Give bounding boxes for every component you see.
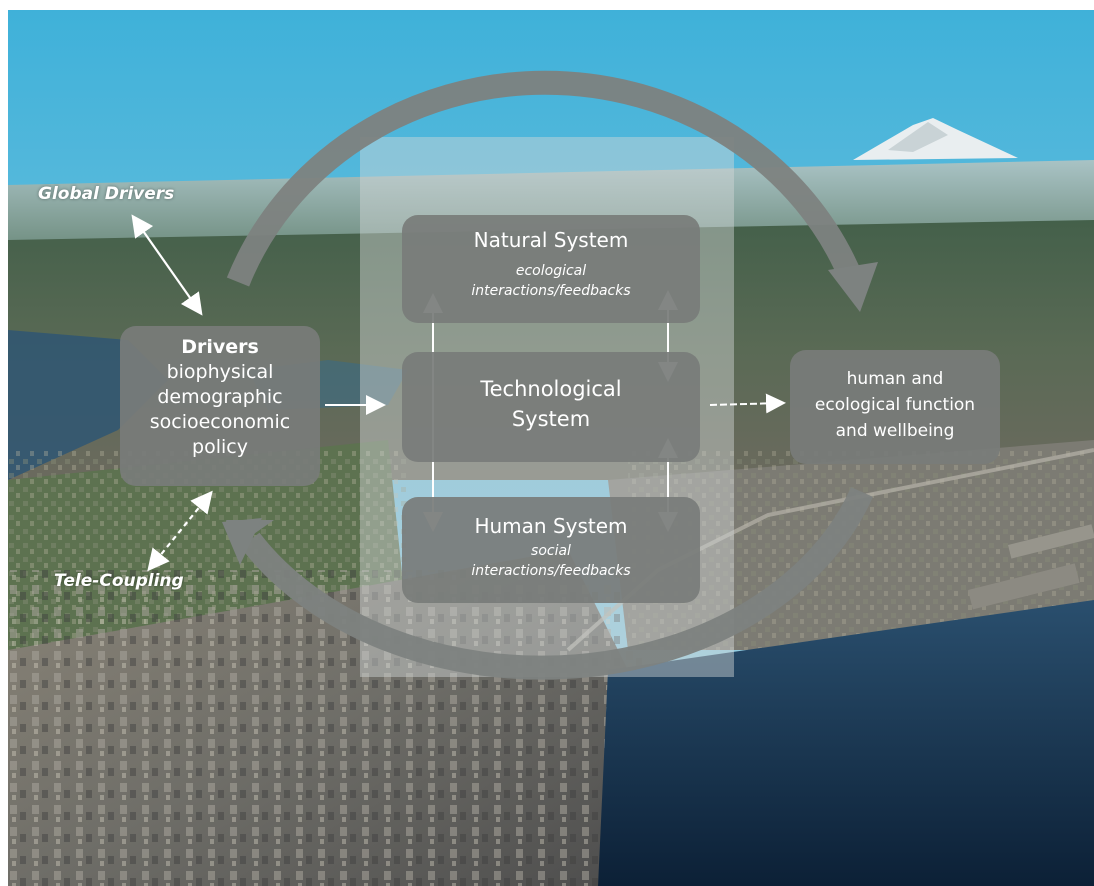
drivers-item: demographic (157, 386, 283, 408)
technological-system-box: Technological System (402, 352, 700, 462)
human-system-subtitle: interactions/feedbacks (471, 563, 631, 579)
outcome-text: and wellbeing (835, 421, 955, 441)
cycle-arrow-top (226, 70, 864, 287)
human-system-box: Human System social interactions/feedbac… (402, 497, 700, 603)
drivers-item: socioeconomic (149, 411, 291, 433)
drivers-box: Drivers biophysical demographic socioeco… (120, 326, 320, 486)
tech-to-outcome-arrow (709, 393, 786, 414)
cycle-arrow-top-head (828, 262, 878, 312)
global-drivers-label: Global Drivers (38, 184, 175, 204)
human-system-subtitle: social (531, 543, 571, 559)
outcome-text: ecological function (814, 395, 976, 415)
global-drivers-arrow (131, 214, 203, 316)
natural-system-box: Natural System ecological interactions/f… (402, 215, 700, 323)
aerial-city-photo (8, 10, 1094, 886)
drivers-title: Drivers (181, 336, 259, 358)
outcome-box: human and ecological function and wellbe… (790, 350, 1000, 464)
natural-system-subtitle: interactions/feedbacks (471, 283, 631, 299)
natural-system-title: Natural System (473, 228, 629, 252)
outcome-text: human and (846, 369, 944, 389)
technological-system-title: System (511, 407, 591, 431)
tele-coupling-label: Tele-Coupling (54, 571, 184, 591)
human-system-title: Human System (474, 514, 628, 538)
drivers-item: biophysical (166, 361, 274, 383)
technological-system-title: Technological (480, 377, 622, 401)
drivers-item: policy (192, 436, 248, 458)
natural-system-subtitle: ecological (515, 263, 587, 279)
tele-coupling-arrow (147, 490, 213, 572)
cycle-arrow-bottom (240, 487, 873, 680)
